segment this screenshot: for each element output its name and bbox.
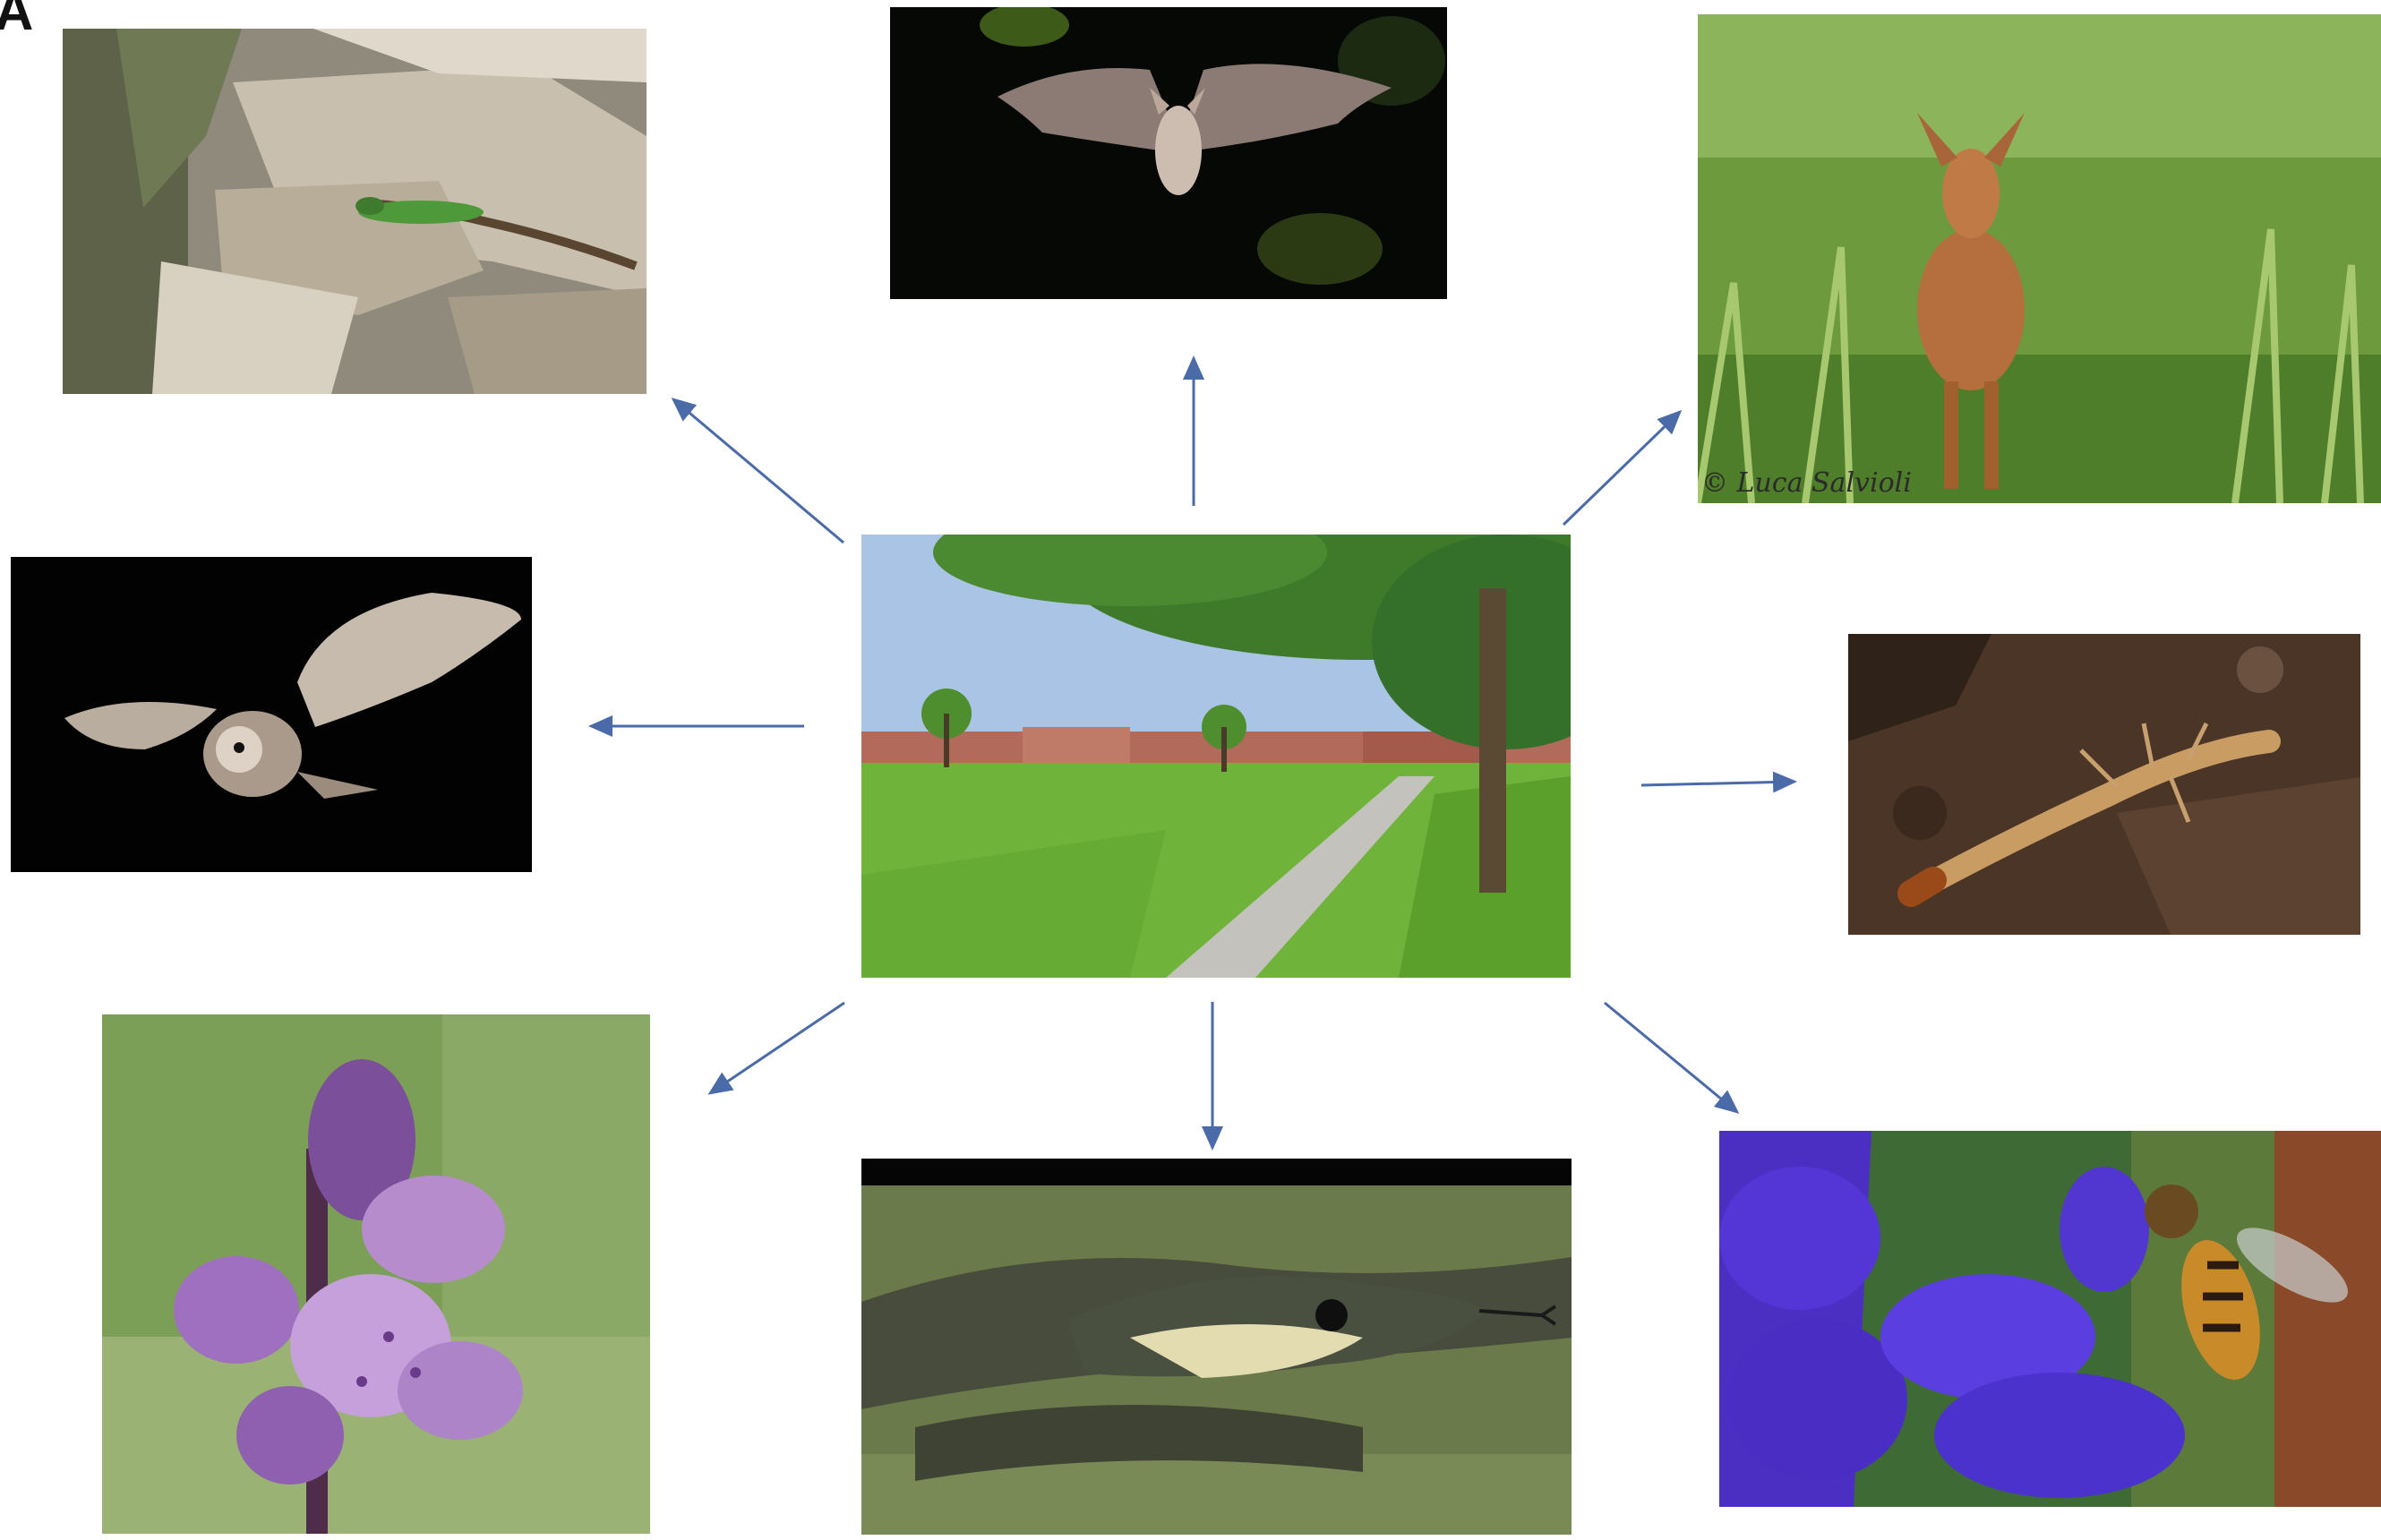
lizard-photo (63, 29, 647, 394)
arrow-to-deer (1563, 412, 1680, 525)
bee-on-flower-photo (1719, 1131, 2381, 1507)
arrow-to-larva (1641, 782, 1794, 785)
deer-photo (1698, 14, 2381, 503)
snake-photo (861, 1159, 1572, 1535)
photo-credit: © Luca Salvioli (1701, 467, 1912, 499)
urban-park-photo (861, 535, 1571, 978)
arrow-to-bee (1605, 1003, 1737, 1112)
arrow-to-lizard (673, 399, 844, 543)
insect-larva-photo (1848, 634, 2360, 935)
orchid-photo (102, 1014, 650, 1534)
bat-photo (890, 7, 1447, 299)
owl-photo (11, 557, 532, 872)
arrow-to-orchid (710, 1003, 844, 1093)
panel-letter: A (0, 0, 33, 42)
